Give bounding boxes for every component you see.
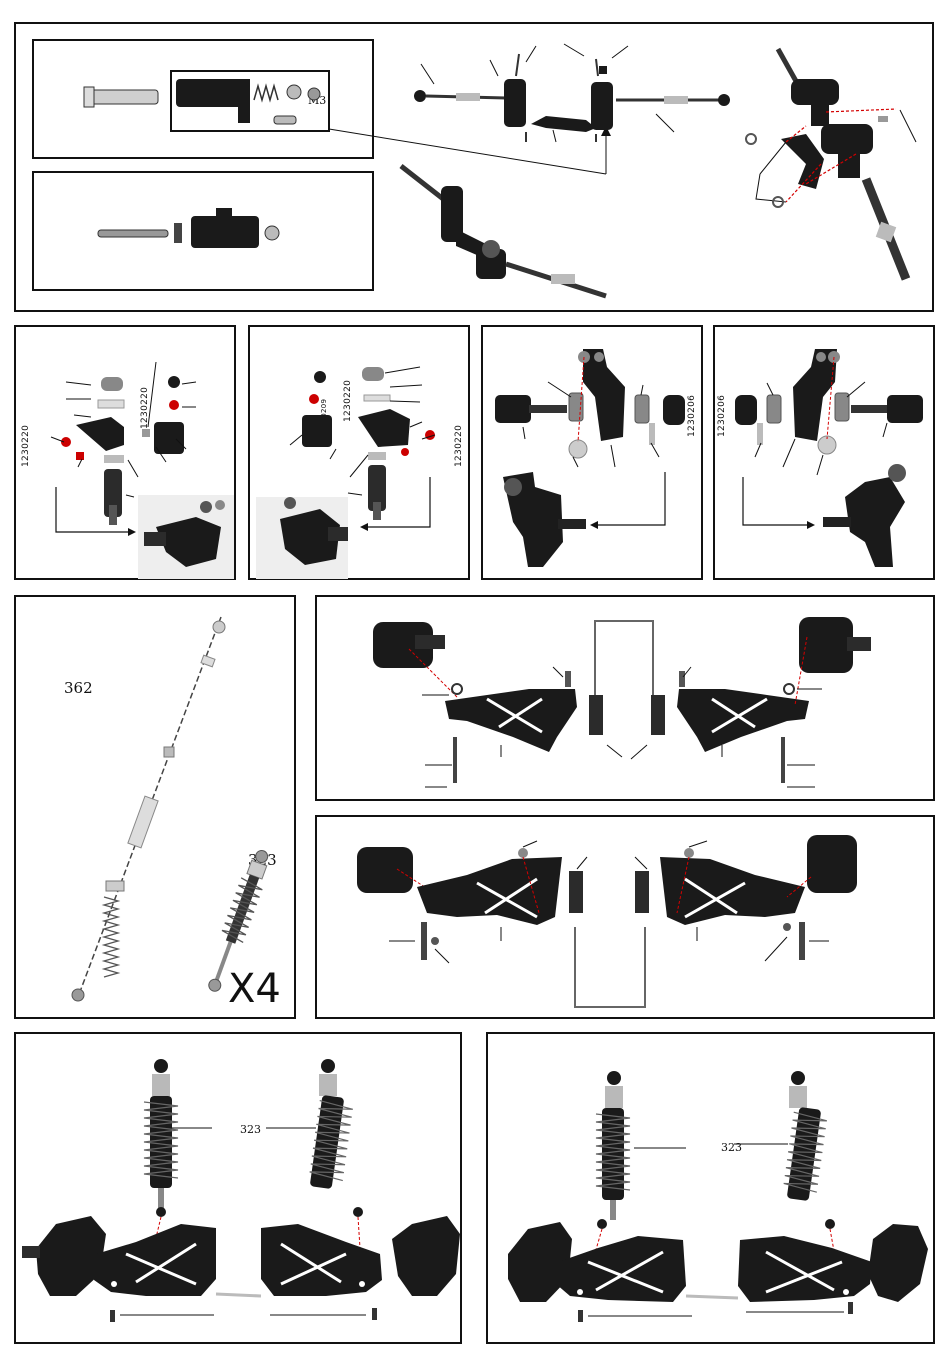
hub-diagram-1 bbox=[16, 327, 238, 582]
left-shock bbox=[596, 1071, 630, 1229]
steering-assembly-panel: M3 bbox=[14, 22, 934, 312]
front-hub-right-panel: 1230209 1230220 1230220 bbox=[248, 325, 470, 580]
steering-diagram bbox=[16, 24, 936, 314]
front-arms-panel bbox=[315, 595, 935, 801]
right-shock bbox=[783, 1071, 835, 1229]
front-suspension-assembly-panel: 323 bbox=[14, 1032, 462, 1344]
rear-suspension-diagram bbox=[488, 1034, 937, 1346]
rear-hub-right-panel: 1230206 bbox=[713, 325, 935, 580]
bellcrank-post-parts bbox=[98, 208, 279, 248]
left-shock bbox=[144, 1059, 178, 1217]
right-shock bbox=[309, 1059, 363, 1217]
right-steering-assembly bbox=[746, 49, 916, 279]
exploded-shock-diagram bbox=[16, 597, 298, 1021]
hub-diagram-2 bbox=[250, 327, 472, 582]
rear-hub-diagram-2 bbox=[715, 327, 937, 582]
rear-arms-panel bbox=[315, 815, 935, 1019]
exploded-bellcrank bbox=[414, 44, 730, 142]
rear-arms-diagram bbox=[317, 817, 937, 1021]
servo-saver-parts bbox=[84, 79, 320, 124]
front-suspension-diagram bbox=[16, 1034, 464, 1346]
front-hub-left-panel: 1230220 1230220 bbox=[14, 325, 236, 580]
driveshaft-shock-panel: 362 323 X4 bbox=[14, 595, 296, 1019]
assembled-bellcrank bbox=[401, 166, 606, 296]
front-arms-diagram bbox=[317, 597, 937, 803]
rear-hub-left-panel: 1230206 bbox=[481, 325, 703, 580]
rear-hub-diagram-1 bbox=[483, 327, 705, 582]
rear-suspension-assembly-panel: 323 bbox=[486, 1032, 935, 1344]
